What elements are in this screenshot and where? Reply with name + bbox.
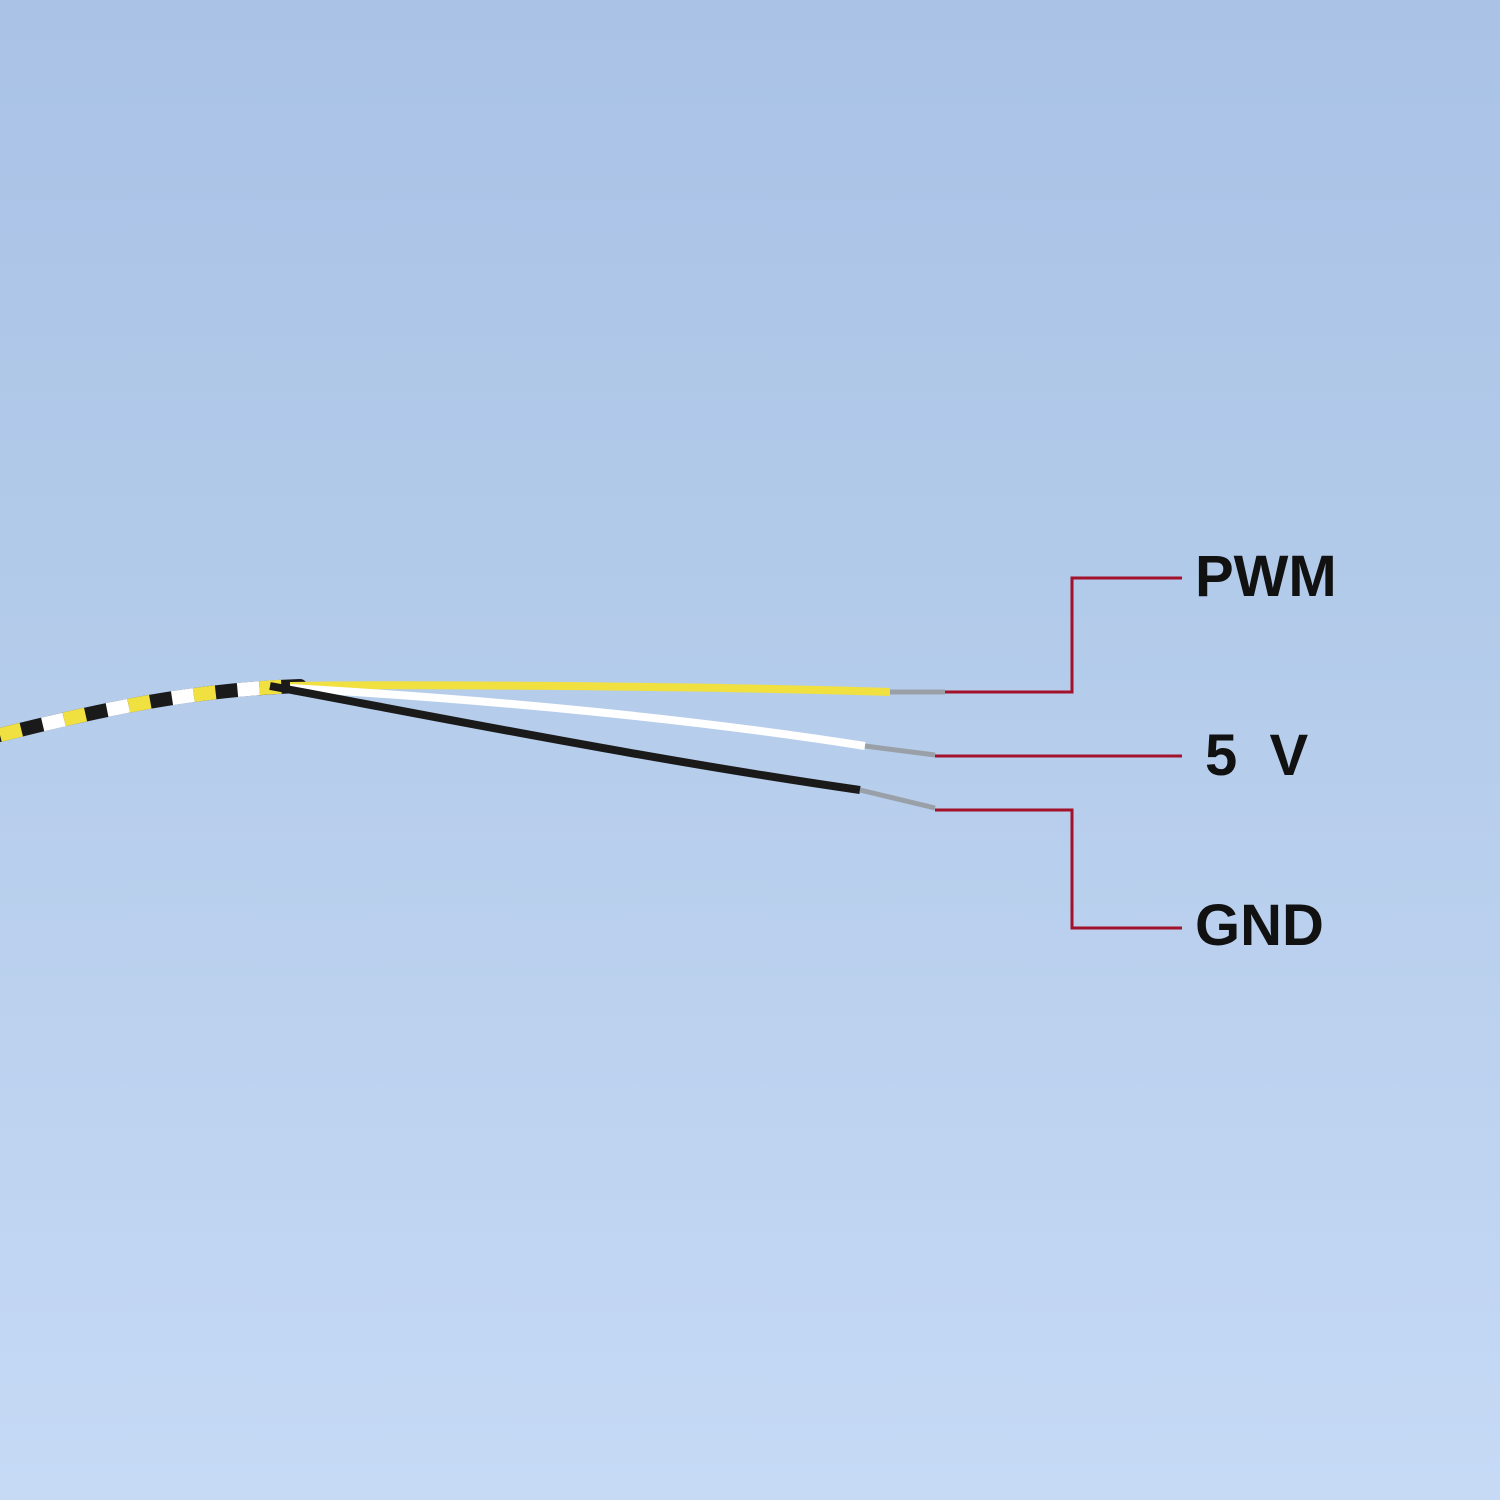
5v-label: 5 V: [1205, 723, 1309, 788]
yellow-wire: [289, 681, 891, 696]
gnd-leader-line: [935, 808, 1182, 930]
white-wire: [289, 684, 866, 750]
gnd-label: GND: [1195, 893, 1324, 958]
black-wire: [269, 682, 861, 794]
twisted-cable: [0, 679, 307, 742]
leader-lines: [935, 576, 1182, 930]
pwm-label: PWM: [1195, 544, 1337, 609]
pwm-leader-line: [945, 576, 1182, 694]
stripped-tips: [859, 689, 945, 811]
